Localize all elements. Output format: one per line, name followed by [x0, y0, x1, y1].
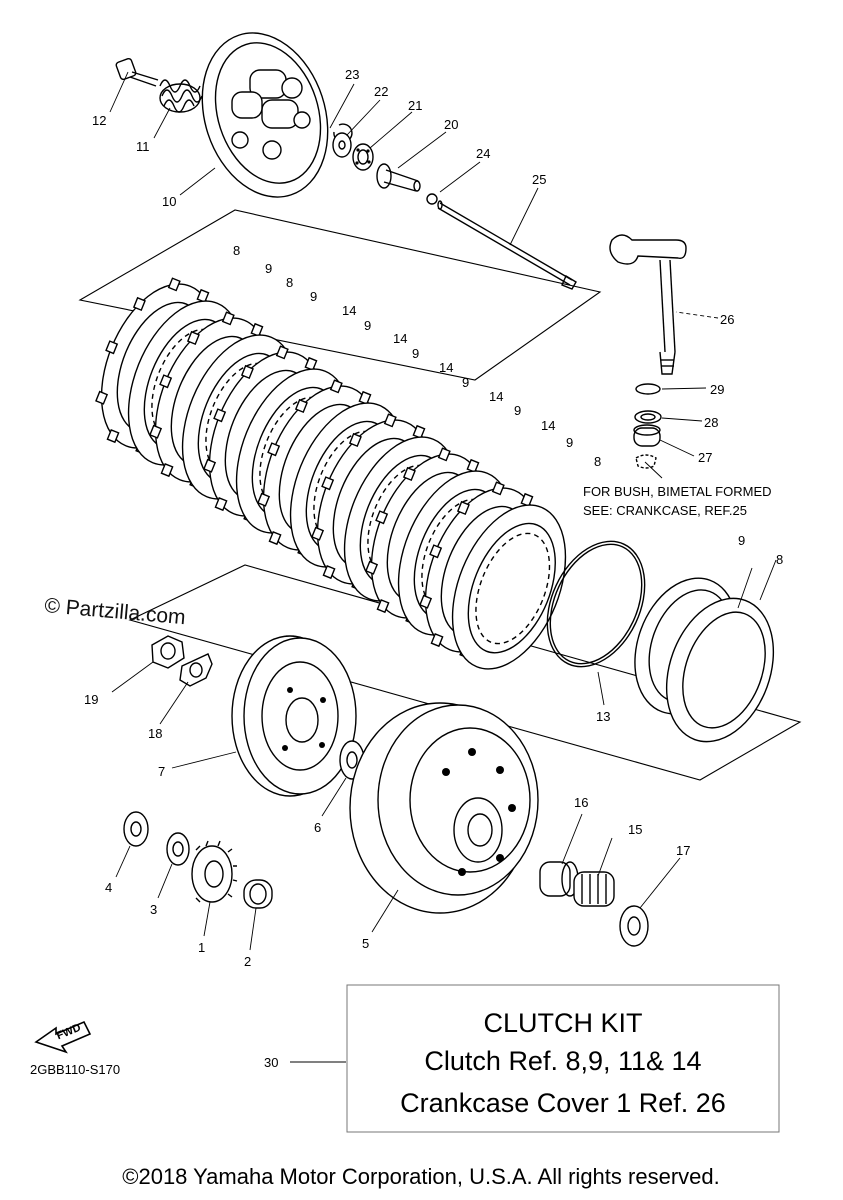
- push-rod-long: [437, 200, 577, 290]
- push-lever-shaft: [609, 234, 687, 375]
- callout-numbers: 1 2 3 4 5 6 7 8 8 8 8 9 9 9 9 9 9 9 9 10…: [84, 67, 783, 1070]
- clutch-boss: [231, 635, 357, 797]
- callout-23: 23: [345, 67, 359, 82]
- clutch-plate-group-outline: [78, 209, 602, 381]
- callout-4: 4: [105, 880, 112, 895]
- callout-16: 16: [574, 795, 588, 810]
- callout-14: 14: [541, 418, 555, 433]
- clutch-spring-bolt: [115, 57, 159, 87]
- callout-17: 17: [676, 843, 690, 858]
- callout-1: 1: [198, 940, 205, 955]
- partzilla-watermark: © Partzilla.com: [44, 594, 187, 629]
- cushion-ring: [546, 540, 646, 668]
- leader-lines: [109, 71, 777, 1063]
- forward-arrow-icon: FWD: [34, 1020, 92, 1054]
- housing-spacer: [539, 861, 579, 897]
- callout-27: 27: [698, 450, 712, 465]
- callout-15: 15: [628, 822, 642, 837]
- clutch-kit-line-1: Clutch Ref. 8,9, 11& 14: [424, 1046, 701, 1076]
- callout-9: 9: [364, 318, 371, 333]
- plate-washer: [123, 811, 149, 847]
- callout-13: 13: [596, 709, 610, 724]
- callout-14: 14: [393, 331, 407, 346]
- callout-22: 22: [374, 84, 388, 99]
- clutch-kit-title: CLUTCH KIT: [483, 1008, 642, 1038]
- callout-7: 7: [158, 764, 165, 779]
- callout-3: 3: [150, 902, 157, 917]
- clutch-boss-nut: [151, 635, 185, 669]
- callout-19: 19: [84, 692, 98, 707]
- pressure-plate: [201, 32, 329, 198]
- callout-10: 10: [162, 194, 176, 209]
- callout-21: 21: [408, 98, 422, 113]
- oil-seal: [634, 410, 662, 424]
- callout-24: 24: [476, 146, 490, 161]
- bimetal-bush: [635, 454, 657, 469]
- callout-28: 28: [704, 415, 718, 430]
- callout-12: 12: [92, 113, 106, 128]
- callout-9: 9: [566, 435, 573, 450]
- callout-8: 8: [776, 552, 783, 567]
- callout-25: 25: [532, 172, 546, 187]
- primary-driven-gear-housing: [349, 702, 539, 914]
- shaft-circlip: [635, 383, 661, 395]
- primary-drive-gear: [191, 840, 238, 903]
- callout-9: 9: [412, 346, 419, 361]
- callout-18: 18: [148, 726, 162, 741]
- callout-20: 20: [444, 117, 458, 132]
- gear-washer: [166, 832, 190, 866]
- callout-8: 8: [286, 275, 293, 290]
- callout-9: 9: [265, 261, 272, 276]
- clutch-lower-group-outline: [128, 564, 802, 781]
- callout-9: 9: [738, 533, 745, 548]
- callout-8: 8: [594, 454, 601, 469]
- steel-clutch-plate: [451, 504, 567, 670]
- shaft-bearing: [633, 424, 661, 447]
- callout-26: 26: [720, 312, 734, 327]
- steel-ball: [426, 193, 438, 205]
- callout-5: 5: [362, 936, 369, 951]
- thrust-washer-outer: [619, 905, 649, 947]
- clutch-spring: [159, 79, 203, 113]
- callout-30: 30: [264, 1055, 278, 1070]
- callout-29: 29: [710, 382, 724, 397]
- needle-bearing: [573, 871, 615, 907]
- callout-11: 11: [136, 139, 150, 154]
- clutch-kit-line-2: Crankcase Cover 1 Ref. 26: [400, 1088, 726, 1118]
- lock-washer: [179, 653, 213, 687]
- clutch-plate-stack: [95, 277, 567, 670]
- callout-14: 14: [439, 360, 453, 375]
- copyright-notice: ©2018 Yamaha Motor Corporation, U.S.A. A…: [122, 1164, 719, 1189]
- gear-collar: [243, 879, 273, 909]
- friction-plate-lower: [665, 597, 775, 743]
- bush-note-line-2: SEE: CRANKCASE, REF.25: [583, 503, 747, 518]
- callout-9: 9: [514, 403, 521, 418]
- callout-8: 8: [233, 243, 240, 258]
- callout-9: 9: [310, 289, 317, 304]
- push-rod-short: [376, 163, 421, 192]
- bush-note-line-1: FOR BUSH, BIMETAL FORMED: [583, 484, 772, 499]
- callout-2: 2: [244, 954, 251, 969]
- diagram-code: 2GBB110-S170: [30, 1062, 120, 1077]
- clutch-kit-box: CLUTCH KIT Clutch Ref. 8,9, 11& 14 Crank…: [346, 984, 780, 1133]
- thrust-washer: [332, 132, 352, 158]
- callout-6: 6: [314, 820, 321, 835]
- push-rod-bearing: [352, 143, 374, 171]
- callout-9: 9: [462, 375, 469, 390]
- callout-14: 14: [489, 389, 503, 404]
- callout-14: 14: [342, 303, 356, 318]
